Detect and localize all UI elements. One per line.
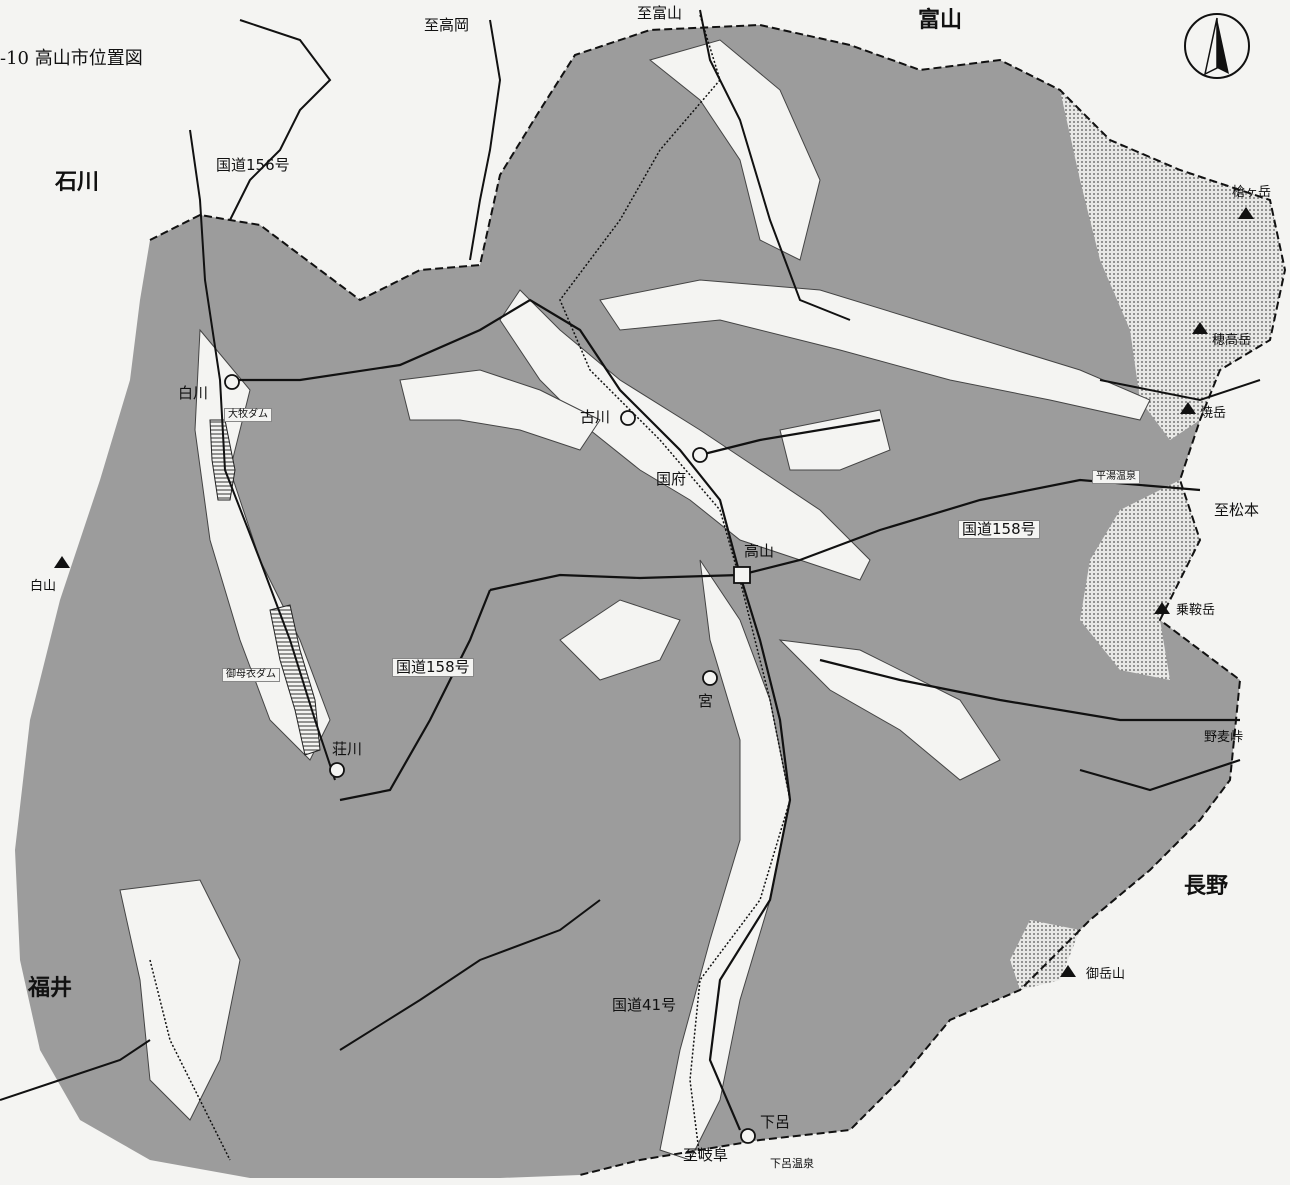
mountain-label-ontakesan: 御岳山 [1086, 967, 1126, 982]
marker-gero [740, 1128, 756, 1144]
label-hirayu-onsen: 平湯温泉 [1092, 470, 1140, 484]
marker-shokawa [329, 762, 345, 778]
marker-furukawa [620, 410, 636, 426]
prefecture-label-fukui: 福井 [28, 976, 73, 1001]
road-label-158-west: 国道158号 [392, 658, 474, 677]
place-label-takayama: 高山 [744, 542, 775, 560]
mountain-label-hotakadake: 穂高岳 [1212, 333, 1252, 348]
direction-to-gifu: 至岐阜 [683, 1146, 729, 1164]
direction-to-matsumoto: 至松本 [1214, 501, 1260, 519]
label-miboro-dam: 御母衣ダム [222, 668, 280, 682]
peak-hakusan-icon [54, 556, 70, 568]
prefecture-boundary [149, 23, 1287, 1176]
alpine-zone-ontake [1010, 920, 1080, 990]
peak-hotakadake-icon [1192, 322, 1208, 334]
prefecture-label-nagano: 長野 [1184, 874, 1229, 899]
place-label-shokawa: 荘川 [332, 740, 363, 758]
alpine-zone-norikura [1080, 480, 1200, 680]
mountain-label-yarigatake: 槍ヶ岳 [1232, 185, 1272, 200]
mountain-label-hakusan: 白山 [30, 579, 57, 594]
peak-yakedake-icon [1180, 402, 1196, 414]
town-markers [224, 374, 756, 1144]
road-label-158-east: 国道158号 [958, 520, 1040, 539]
mountain-label-yakedake: 焼岳 [1200, 406, 1227, 421]
marker-miya [702, 670, 718, 686]
road-label-156: 国道156号 [216, 156, 290, 174]
marker-takayama [733, 566, 751, 584]
prefecture-label-ishikawa: 石川 [55, 170, 100, 195]
place-label-shirakawa: 白川 [178, 384, 209, 402]
label-omaki-dam: 大牧ダム [224, 408, 272, 422]
label-gero-onsen: 下呂温泉 [770, 1157, 814, 1170]
valleys [119, 39, 1151, 1161]
pass-label-nomugi: 野麦峠 [1204, 730, 1244, 745]
direction-to-toyama: 至富山 [637, 4, 683, 22]
miboro-dam-reservoir [269, 604, 321, 756]
peak-yarigatake-icon [1238, 207, 1254, 219]
prefecture-label-toyama: 富山 [918, 8, 963, 33]
mountain-peak-icons [54, 207, 1254, 977]
highways [230, 298, 1241, 1131]
peak-ontakesan-icon [1060, 965, 1076, 977]
direction-to-takaoka: 至高岡 [424, 16, 470, 34]
rivers [0, 9, 1261, 1101]
place-label-kokufu: 国府 [656, 470, 687, 488]
place-label-miya: 宮 [698, 692, 714, 710]
alpine-zone-north [1060, 90, 1285, 440]
marker-shirakawa [224, 374, 240, 390]
map-title: -10 高山市位置図 [0, 48, 143, 69]
road-label-41: 国道41号 [612, 996, 677, 1014]
mountain-label-norikuradake: 乗鞍岳 [1176, 603, 1216, 618]
mountain-region [15, 25, 1285, 1178]
north-arrow-icon [1184, 13, 1250, 79]
place-label-furukawa: 古川 [580, 408, 611, 426]
place-label-gero: 下呂 [760, 1113, 791, 1131]
railway-lines [149, 14, 791, 1161]
peak-norikuradake-icon [1154, 602, 1170, 614]
marker-kokufu [692, 447, 708, 463]
